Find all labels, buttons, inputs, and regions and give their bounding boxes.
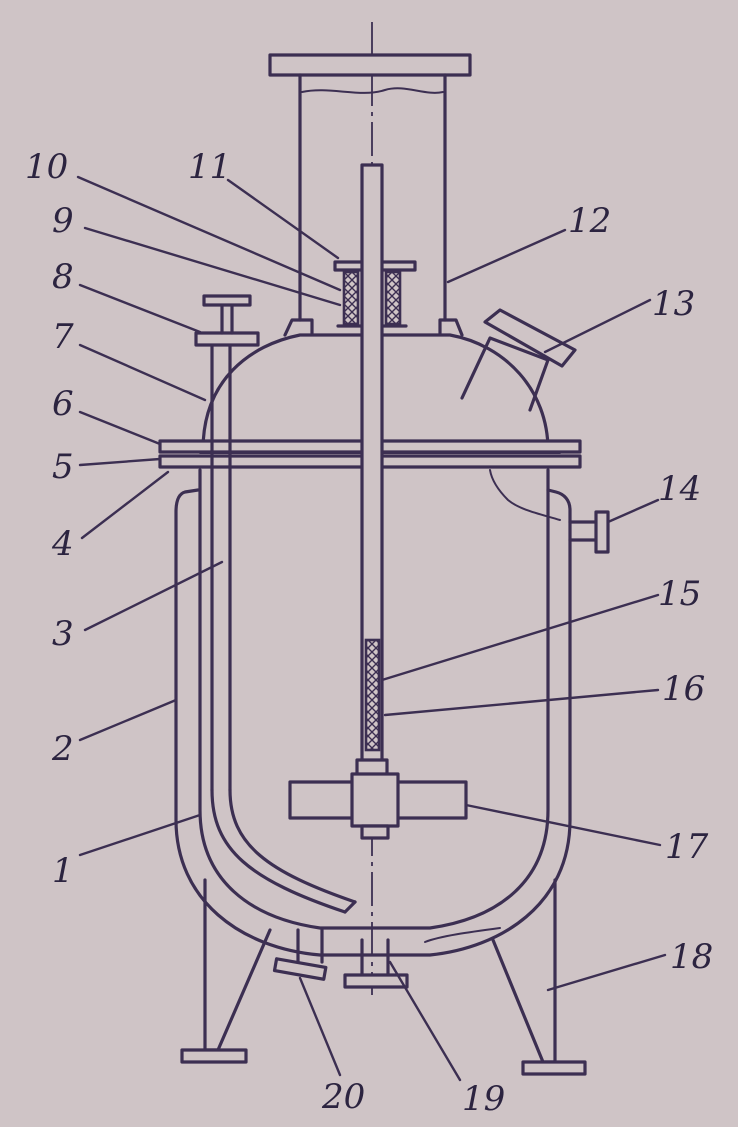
agitator-shaft: [355, 163, 389, 784]
label-18: 18: [670, 937, 713, 977]
label-16: 16: [662, 669, 705, 709]
label-13: 13: [652, 284, 695, 324]
label-8: 8: [52, 257, 74, 297]
label-10: 10: [25, 147, 68, 187]
label-6: 6: [52, 384, 74, 424]
label-17: 17: [665, 827, 709, 867]
label-7: 7: [52, 317, 74, 357]
bottom-outlet: [343, 938, 409, 989]
inner-vessel: [198, 468, 550, 930]
label-20: 20: [321, 1077, 365, 1117]
label-14: 14: [658, 469, 701, 509]
label-5: 5: [52, 447, 74, 487]
label-11: 11: [188, 147, 231, 187]
jacket-cutaway-bottom: [424, 927, 501, 943]
motor-support-frame: [268, 53, 472, 337]
leader-lines: [76, 175, 667, 1082]
inclined-nozzle: [460, 308, 577, 412]
jacket-drain: [272, 928, 328, 981]
label-2: 2: [51, 729, 74, 769]
heating-jacket: [174, 488, 572, 957]
label-15: 15: [658, 574, 701, 614]
label-9: 9: [52, 201, 74, 241]
label-19: 19: [462, 1079, 505, 1119]
label-3: 3: [52, 614, 74, 654]
support-legs: [180, 878, 587, 1076]
label-4: 4: [51, 524, 74, 564]
impeller: [288, 772, 468, 840]
jacket-cutaway: [489, 469, 561, 521]
label-12: 12: [568, 201, 611, 241]
jacket-side-nozzle: [568, 510, 610, 554]
label-1: 1: [52, 851, 74, 891]
